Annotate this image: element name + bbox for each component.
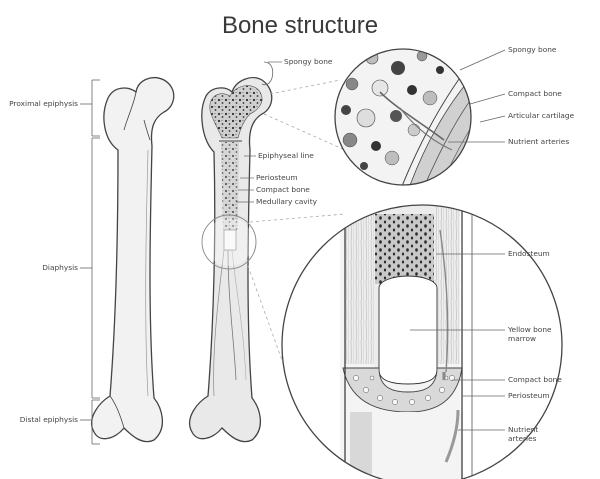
region-brackets — [80, 79, 100, 445]
label-distal-epiphysis: Distal epiphysis — [19, 415, 78, 424]
label-proximal-epiphysis: Proximal epiphysis — [9, 99, 78, 108]
diagram-title: Bone structure — [221, 12, 379, 39]
label-compact-bone-bottom: Compact bone — [508, 375, 562, 384]
leader-lines — [236, 49, 506, 431]
label-medullary-cavity: Medullary cavity — [256, 197, 317, 206]
label-periosteum-bottom: Periosteum — [508, 391, 550, 400]
femur-exterior — [91, 77, 175, 443]
femur-cross-section — [189, 61, 274, 443]
label-nutrient-arteries-bottom: Nutrient arteries — [508, 425, 539, 443]
label-yellow-bone-marrow-line1: Yellow bone — [508, 325, 552, 334]
label-compact-bone-middle: Compact bone — [256, 185, 310, 194]
label-endosteum: Endosteum — [508, 249, 550, 258]
label-nutrient-arteries-line2: arteries — [508, 433, 537, 443]
label-spongy-bone-zoom: Spongy bone — [508, 45, 557, 54]
label-diaphysis: Diaphysis — [42, 263, 78, 272]
label-yellow-bone-marrow-line2: marrow — [508, 333, 537, 343]
label-nutrient-arteries-top: Nutrient arteries — [508, 137, 570, 146]
label-epiphyseal-line: Epiphyseal line — [258, 151, 314, 160]
label-nutrient-arteries-line1: Nutrient — [508, 425, 539, 434]
label-periosteum-middle: Periosteum — [256, 173, 298, 182]
label-yellow-bone-marrow: Yellow bone marrow — [508, 325, 552, 343]
label-spongy-bone-middle: Spongy bone — [284, 57, 333, 66]
label-compact-bone-zoom: Compact bone — [508, 89, 562, 98]
zoom-diaphysis — [281, 204, 563, 479]
zoom-spongy-bone — [334, 48, 472, 186]
label-articular-cartilage: Articular cartilage — [508, 111, 575, 120]
